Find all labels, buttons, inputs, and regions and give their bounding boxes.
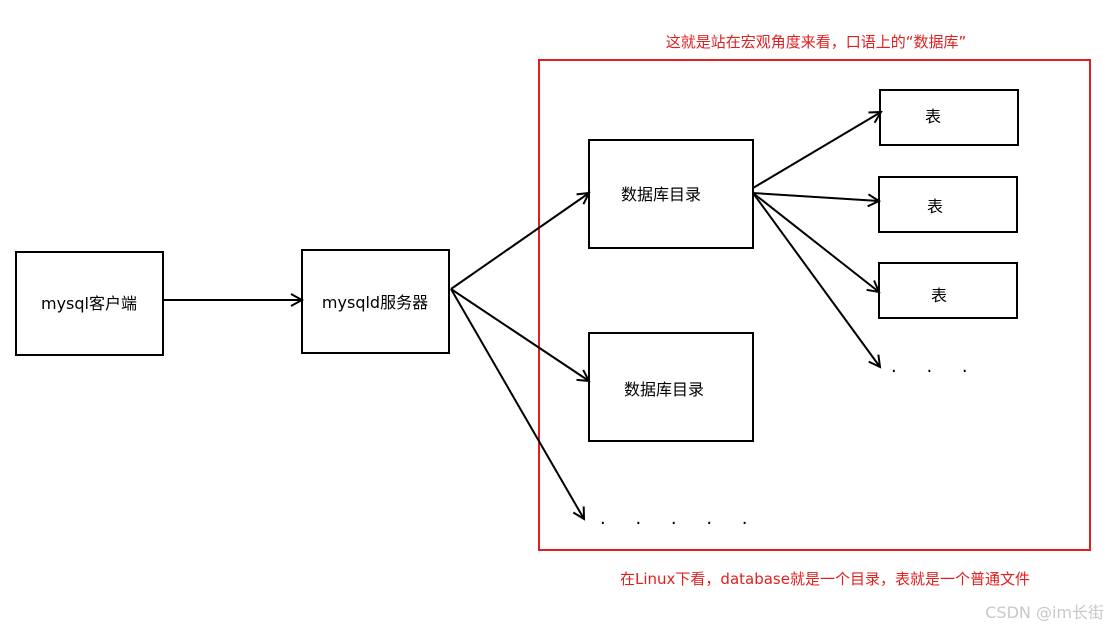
- arrow-server-to-database-1: [450, 193, 589, 290]
- arrow-database-to-table-1: [752, 112, 881, 189]
- arrow-database-to-table-2: [752, 192, 879, 201]
- arrow-database-to-table-3: [752, 192, 879, 292]
- database-node-1: 数据库目录: [588, 139, 754, 249]
- server-label: mysqld服务器: [322, 293, 428, 312]
- tables-more-ellipsis: . . .: [891, 356, 980, 377]
- table-label-2: 表: [927, 197, 943, 216]
- databases-more-ellipsis: . . . . .: [600, 508, 760, 529]
- arrows: [163, 112, 881, 519]
- arrow-server-to-database-2: [450, 288, 589, 381]
- client-label: mysql客户端: [41, 294, 137, 313]
- database-scope-frame: [538, 59, 1091, 551]
- table-label-1: 表: [925, 107, 941, 126]
- database-label-1: 数据库目录: [621, 185, 701, 204]
- database-label-2: 数据库目录: [624, 380, 704, 399]
- table-node-1: 表: [879, 89, 1019, 146]
- server-node: mysqld服务器: [301, 249, 450, 354]
- watermark: CSDN @im长街: [985, 603, 1104, 622]
- table-node-3: 表: [878, 262, 1018, 319]
- bottom-annotation: 在Linux下看，database就是一个目录，表就是一个普通文件: [620, 570, 1030, 588]
- arrow-server-to-more: [450, 288, 584, 519]
- database-node-2: 数据库目录: [588, 332, 754, 442]
- arrow-database-to-more: [752, 192, 880, 367]
- table-node-2: 表: [878, 176, 1018, 233]
- top-annotation: 这就是站在宏观角度来看，口语上的“数据库”: [666, 33, 967, 51]
- client-node: mysql客户端: [15, 251, 164, 356]
- table-label-3: 表: [931, 286, 947, 305]
